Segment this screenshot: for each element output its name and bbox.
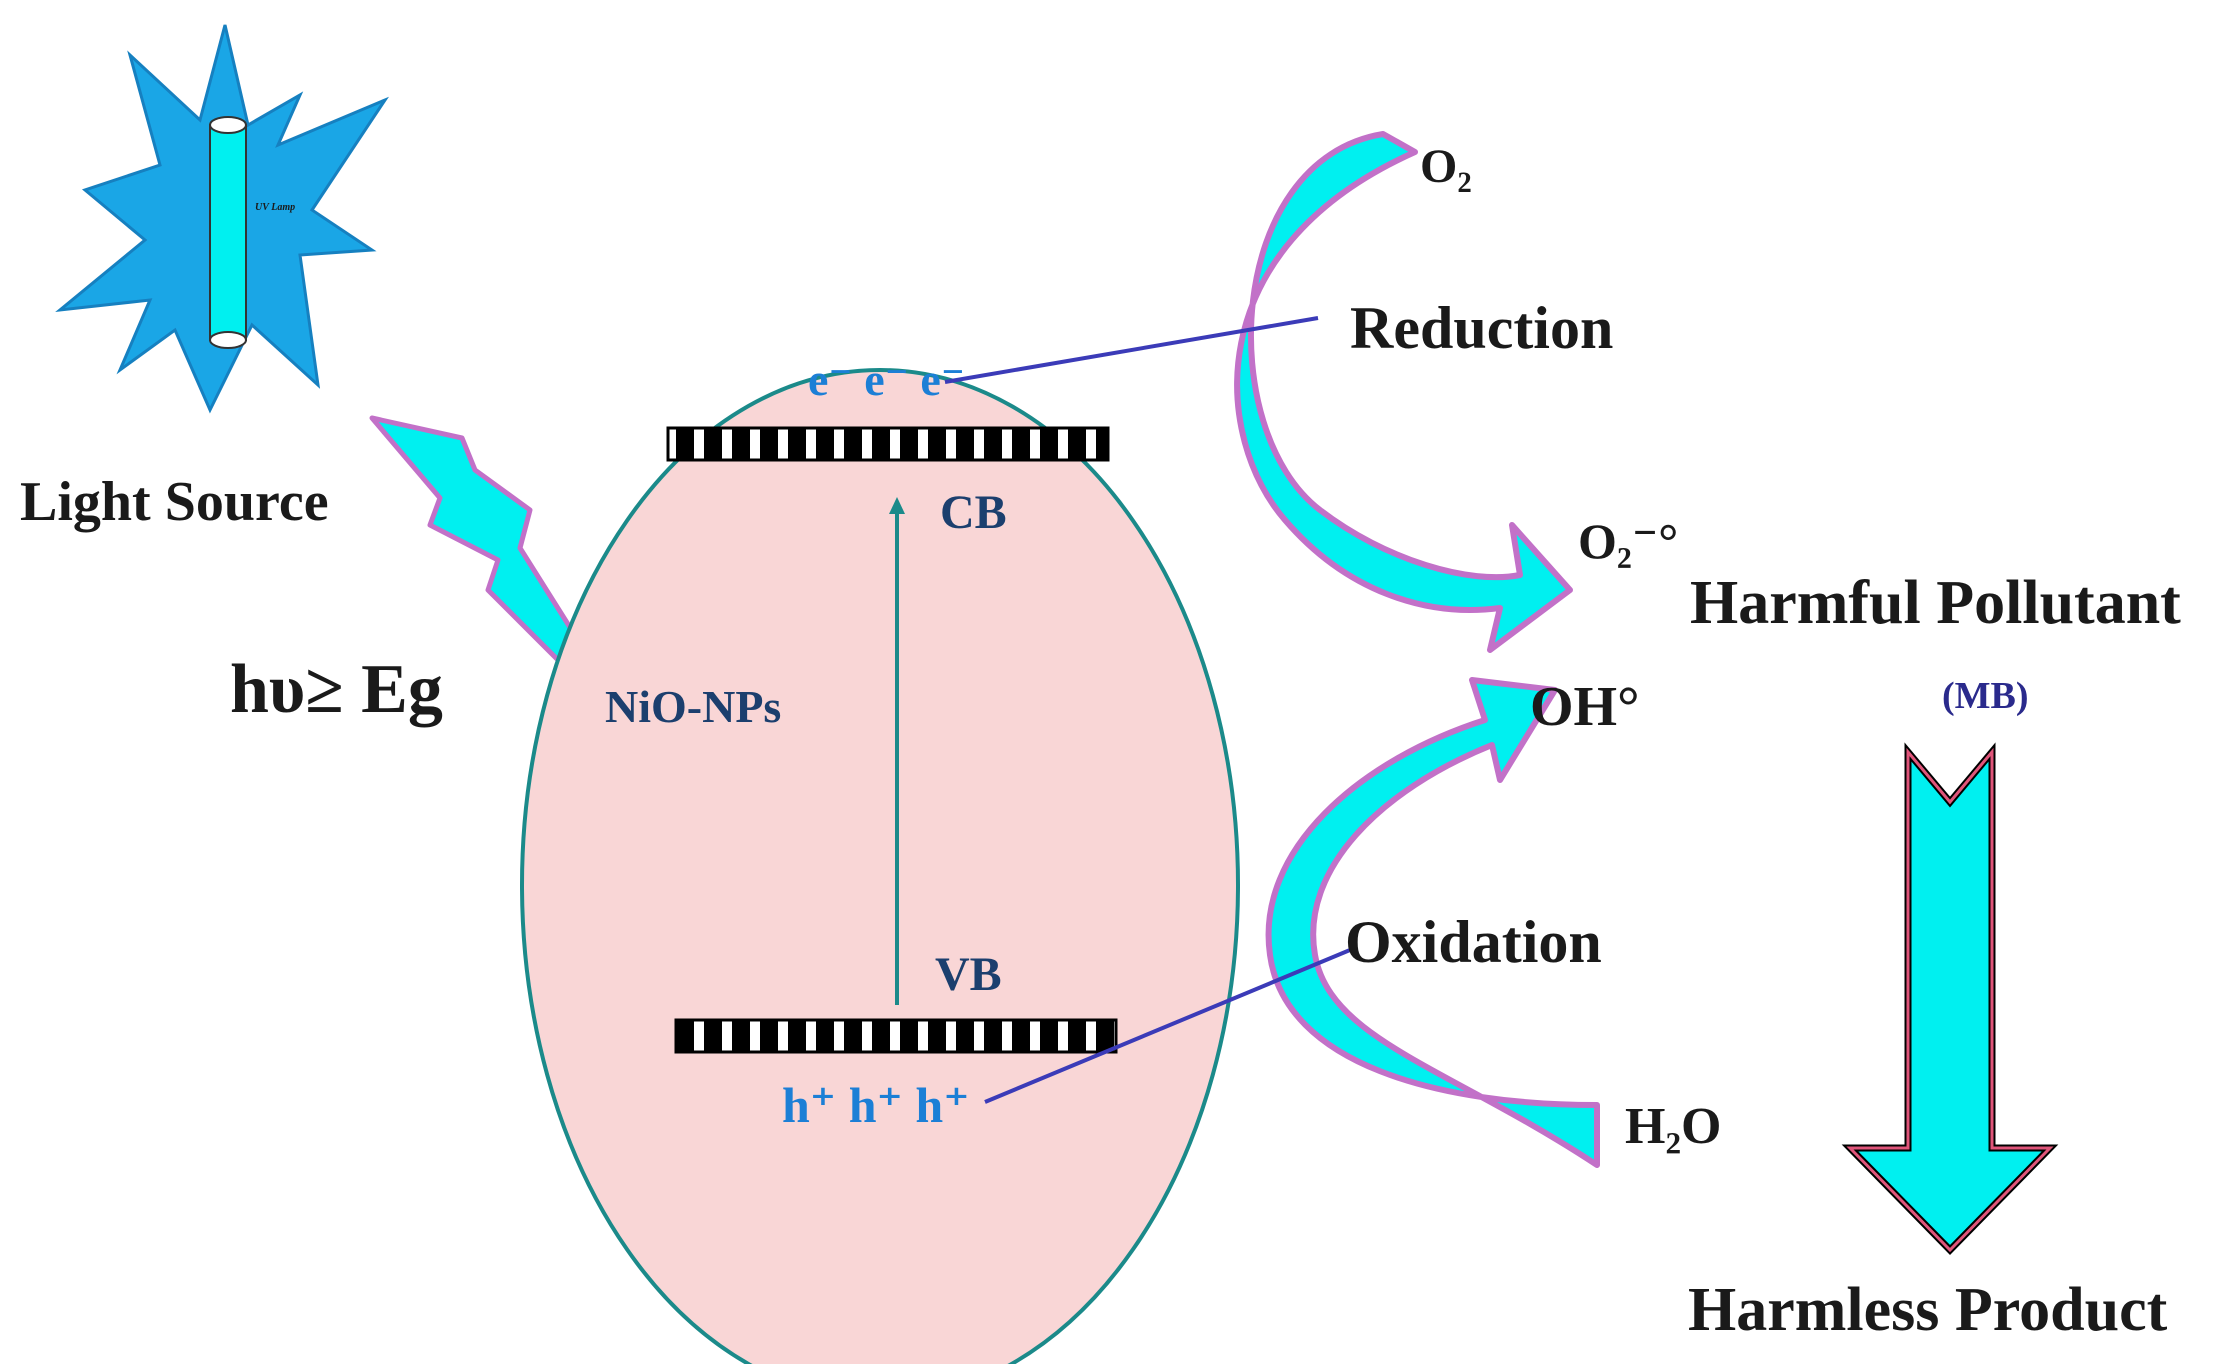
degradation-arrow-icon <box>1841 742 2059 1255</box>
reduction-arrow <box>1234 131 1573 653</box>
valence-band <box>674 1018 1118 1054</box>
oxidation-link-line <box>984 948 1351 1104</box>
light-source-icon: UV Lamp <box>55 24 389 414</box>
excitation-arrow <box>889 497 905 1005</box>
vb-label: VB <box>935 948 1002 1001</box>
water-label: H₂O <box>1625 1098 1721 1155</box>
lamp-label: UV Lamp <box>255 202 295 213</box>
uv-lamp-tube-icon <box>209 116 247 349</box>
reduction-link-line <box>944 316 1319 384</box>
holes-label: h⁺ h⁺ h⁺ <box>782 1077 970 1133</box>
cb-label: CB <box>940 486 1007 539</box>
catalyst-label: NiO-NPs <box>605 681 781 732</box>
conduction-band <box>666 426 1110 462</box>
pollutant-label: Harmful Pollutant <box>1690 569 2181 637</box>
oxidation-arrow <box>1265 677 1600 1168</box>
oxidation-label: Oxidation <box>1345 909 1602 975</box>
light-source-label: Light Source <box>20 471 329 533</box>
reduction-label: Reduction <box>1350 295 1613 361</box>
oxygen-label: O₂ <box>1420 140 1472 193</box>
product-label: Harmless Product <box>1688 1276 2168 1344</box>
superoxide-label: O₂⁻° <box>1578 513 1678 569</box>
photon-condition-label: hυ≥ Eg <box>230 651 443 728</box>
nio-particle <box>520 368 1240 1364</box>
pollutant-code-label: (MB) <box>1942 675 2029 717</box>
degradation-arrow-inner-outline <box>1846 747 2054 1253</box>
hydroxyl-label: OH° <box>1530 676 1640 738</box>
electrons-label: e⁻ e⁻ e⁻ <box>808 354 965 405</box>
